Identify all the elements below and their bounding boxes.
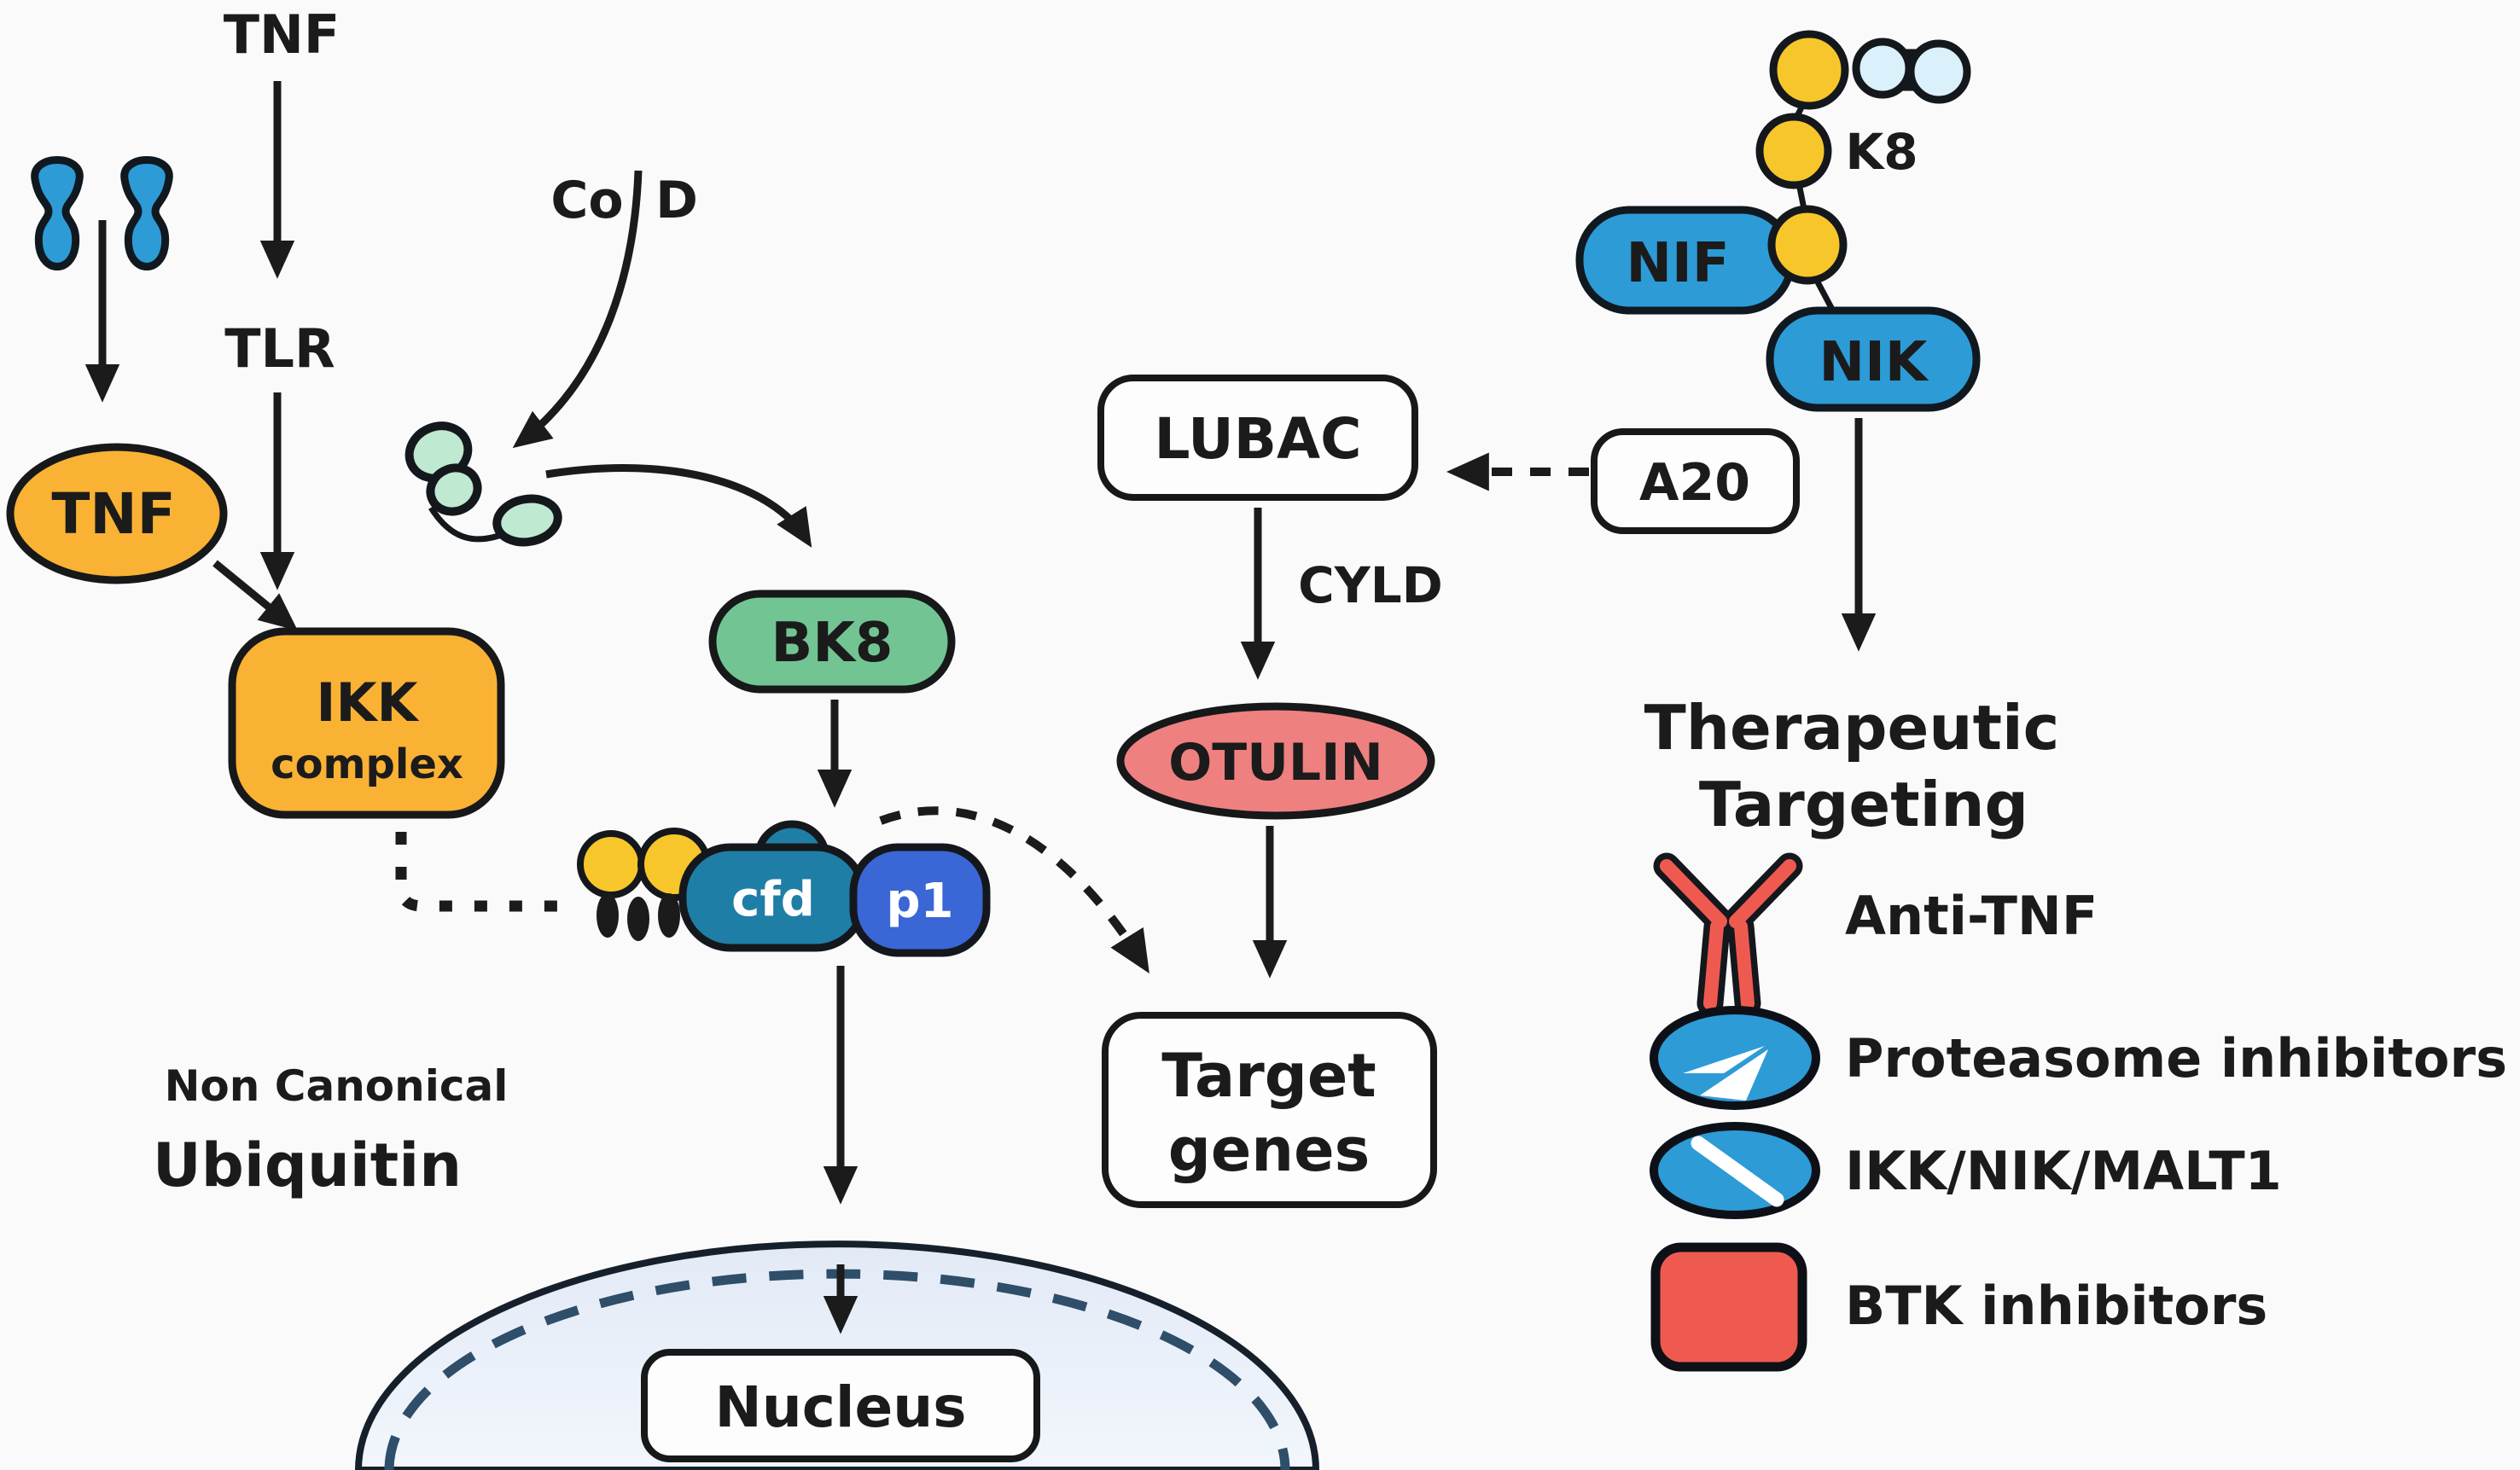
non-canonical-caption-line1: Non Canonical (165, 1061, 509, 1111)
dashed-arrow-to-target-genes (879, 806, 1149, 974)
otulin-node (1116, 702, 1435, 820)
legend-label-btk: BTK inhibitors (1845, 1275, 2267, 1337)
otulin-label: OTULIN (1168, 733, 1382, 793)
target-genes-line1: Target (1161, 1041, 1376, 1111)
lubac-label: LUBAC (1154, 406, 1361, 472)
nucleus-box (641, 1349, 1040, 1462)
cfd-p1-complex: cfd p1 (678, 820, 991, 957)
tlr-label: TLR (224, 317, 335, 380)
ikk-label-line1: IKK (316, 671, 419, 734)
antibody-icon (1653, 852, 1803, 1017)
k8-chain-circle-3 (1767, 205, 1848, 285)
target-genes-line2: genes (1168, 1115, 1371, 1185)
nucleus-label: Nucleus (714, 1374, 966, 1440)
legend-heading-line2: Targeting (1699, 769, 2028, 840)
tablet-slash-icon (1650, 1122, 1820, 1219)
cfd-label: cfd (731, 872, 815, 927)
bk8-node (708, 590, 956, 694)
tnf-receptor-icons (31, 156, 173, 270)
ikk-dotted-path (395, 832, 573, 912)
cod-label-left: Co (550, 171, 623, 230)
green-blob-cluster (404, 421, 562, 547)
dumbbell-icon (1852, 38, 1971, 104)
nik-node (1766, 306, 1981, 412)
ikk-complex-node (228, 627, 505, 819)
cod-label-right: D (655, 171, 698, 230)
nik-label: NIK (1819, 331, 1929, 394)
tnf-node (6, 443, 228, 584)
nif-label: NIF (1626, 232, 1729, 295)
k8-ubiquitin-chain: K8 (1755, 30, 1971, 319)
p1-label: p1 (886, 874, 953, 929)
non-canonical-caption-line2: Ubiquitin (153, 1130, 462, 1200)
phospho-marks (597, 893, 680, 941)
arrow-blobs-to-bk8 (545, 464, 812, 548)
arrow-tnf-to-ikk (212, 560, 299, 631)
legend-heading-line1: Therapeutic (1644, 692, 2060, 764)
cyld-label: CYLD (1298, 556, 1443, 614)
target-genes-node (1102, 1012, 1437, 1208)
legend-label-proteasome: Proteasome inhibitors (1845, 1027, 2507, 1089)
a20-node (1591, 428, 1800, 534)
legend-label-ikk-nik-malt1: IKK/NIK/MALT1 (1845, 1140, 2282, 1202)
a20-label: A20 (1639, 453, 1750, 513)
tnf-node-label: TNF (51, 481, 175, 547)
legend-label-anti-tnf: Anti-TNF (1845, 885, 2098, 947)
ikk-label-line2: complex (271, 741, 463, 788)
k8-label: K8 (1845, 123, 1918, 181)
bk8-label: BK8 (771, 612, 893, 675)
proteasome-plane-icon (1650, 1006, 1820, 1110)
btk-block-icon (1650, 1242, 1807, 1372)
arrow-cod-to-blobs (512, 170, 643, 449)
lubac-node (1097, 375, 1418, 501)
tnf-top-label: TNF (224, 3, 340, 66)
